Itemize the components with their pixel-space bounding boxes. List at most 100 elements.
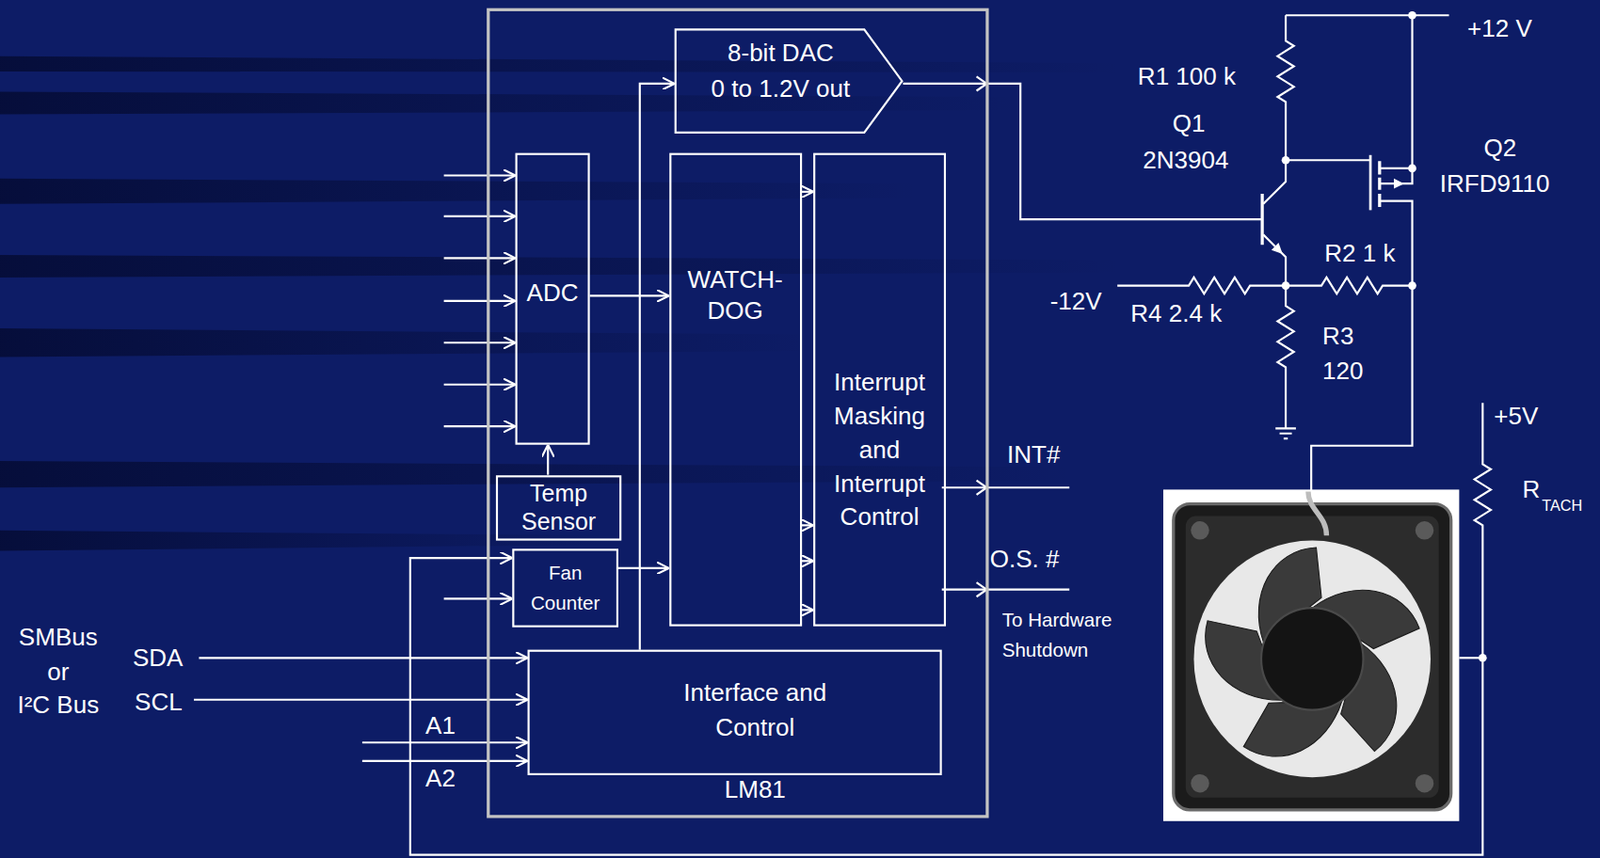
- block-label: 8-bit DAC: [727, 34, 834, 71]
- label-text: I²C Bus: [1, 690, 114, 720]
- part-label: R1 100 k: [1137, 62, 1236, 91]
- junction-dot: [1281, 156, 1291, 165]
- mosfet-arrow: [1393, 178, 1405, 190]
- block-label: WATCH- DOG: [679, 263, 792, 327]
- junction-dot: [1408, 11, 1417, 20]
- mounting-hole: [1415, 774, 1435, 794]
- block-label: LM81: [724, 774, 786, 806]
- transistor-collector: [1263, 160, 1286, 205]
- ground-symbol: [1275, 428, 1296, 439]
- resistor-symbol: [1285, 277, 1412, 294]
- background-streak: [0, 530, 613, 552]
- address-wire: [362, 741, 528, 744]
- resistor-symbol: [1117, 277, 1286, 294]
- signal-arrow: [801, 524, 814, 527]
- label-text: Q2: [1483, 133, 1517, 162]
- label-text: Q1: [1172, 109, 1206, 138]
- fan-cable: [1308, 492, 1328, 537]
- fan-frame: [1173, 504, 1452, 811]
- adc-input-wire: [444, 341, 516, 344]
- supply-rail: [1285, 14, 1449, 16]
- gate-wire: [1285, 159, 1371, 161]
- arrow-head-shape: [976, 480, 988, 496]
- label-text: or: [1, 657, 114, 687]
- signal-arrow: [618, 567, 670, 570]
- part-label: R2 1 k: [1324, 239, 1395, 268]
- block-label: Interrupt Masking and Interrupt Control: [820, 365, 940, 534]
- label-text: 2N3904: [1142, 145, 1229, 175]
- part-label: R3: [1322, 322, 1354, 352]
- label-text: A1: [425, 711, 456, 740]
- mounting-hole: [1415, 521, 1435, 541]
- signal-label: O.S. #: [990, 544, 1060, 574]
- supply-wire: [1410, 15, 1413, 169]
- label-text: O.S. #: [990, 544, 1060, 574]
- fan-photo-ground: [1163, 489, 1459, 821]
- supply-label: +12 V: [1467, 14, 1533, 43]
- watchdog-block: WATCH- DOG: [669, 153, 802, 627]
- fan-hub: [1261, 608, 1363, 710]
- label-text: R1 100 k: [1137, 62, 1236, 91]
- pin-label: SCL: [134, 688, 183, 717]
- label-text: SMBus: [1, 623, 114, 652]
- label-text: +5V: [1493, 401, 1538, 431]
- resistor-symbol: [1277, 286, 1294, 430]
- block-label: ADC: [527, 277, 579, 309]
- pin-label: A1: [425, 711, 456, 740]
- fan-supply-wire: [1311, 201, 1412, 493]
- part-label: R: [1522, 475, 1541, 504]
- pin-label: SDA: [132, 643, 184, 672]
- arrow-head-shape: [976, 582, 988, 597]
- background-streak: [0, 56, 1123, 73]
- background-streak: [0, 92, 1021, 115]
- signal-arrow: [546, 445, 549, 476]
- tach-wire-with-resistor: [410, 402, 1491, 855]
- int-wire: [942, 486, 1071, 489]
- part-label: R4 2.4 k: [1130, 299, 1222, 328]
- fan-frame-face: [1185, 516, 1440, 799]
- label-text: -12V: [1050, 287, 1103, 316]
- mounting-hole: [1190, 774, 1210, 794]
- counter-block: Fan Counter: [512, 548, 619, 627]
- pin-label: A2: [425, 764, 456, 793]
- junction-dot: [1408, 281, 1417, 290]
- signal-arrow: [590, 294, 670, 297]
- signal-label: INT#: [1007, 440, 1060, 469]
- label-text: TACH: [1541, 496, 1583, 516]
- label-text: R3: [1322, 322, 1354, 352]
- label-text: 120: [1322, 356, 1363, 385]
- dac-output-wire: [903, 83, 1264, 220]
- adc-input-wire: [444, 300, 516, 303]
- label-text: R4 2.4 k: [1130, 299, 1222, 328]
- mosfet-gate: [1369, 155, 1373, 211]
- sensor-block: Temp Sensor: [496, 475, 622, 541]
- junction-dot: [1408, 164, 1417, 174]
- part-value: 120: [1322, 356, 1363, 385]
- interface-block: Interface and Control: [528, 650, 943, 776]
- adc-input-wire: [444, 256, 516, 259]
- junction-dot: [1281, 281, 1291, 290]
- label-text: +12 V: [1467, 14, 1533, 43]
- block-label: Fan Counter: [522, 558, 608, 620]
- junction-dot: [1478, 654, 1488, 663]
- background-streak: [0, 255, 1123, 278]
- interrupt-block: Interrupt Masking and Interrupt Control: [813, 153, 946, 627]
- note-label: To Hardware Shutdown: [1002, 605, 1131, 667]
- block-label: 0 to 1.2V out: [711, 70, 851, 107]
- background-streak: [0, 328, 816, 357]
- supply-label: -12V: [1050, 287, 1103, 316]
- mosfet-source: [1379, 167, 1413, 170]
- part-label: Q2: [1483, 133, 1517, 162]
- bus-label: or: [1, 657, 114, 687]
- adc-input-wire: [444, 384, 516, 386]
- part-number: IRFD9110: [1440, 169, 1551, 198]
- block-label: Interface and Control: [657, 674, 852, 745]
- dac-block: 8-bit DAC0 to 1.2V out: [674, 28, 904, 134]
- label-text: R: [1522, 475, 1541, 504]
- dac-shape: [675, 29, 903, 133]
- label-text: IRFD9110: [1440, 169, 1551, 198]
- signal-arrow: [801, 191, 814, 193]
- part-label: Q1: [1172, 109, 1206, 138]
